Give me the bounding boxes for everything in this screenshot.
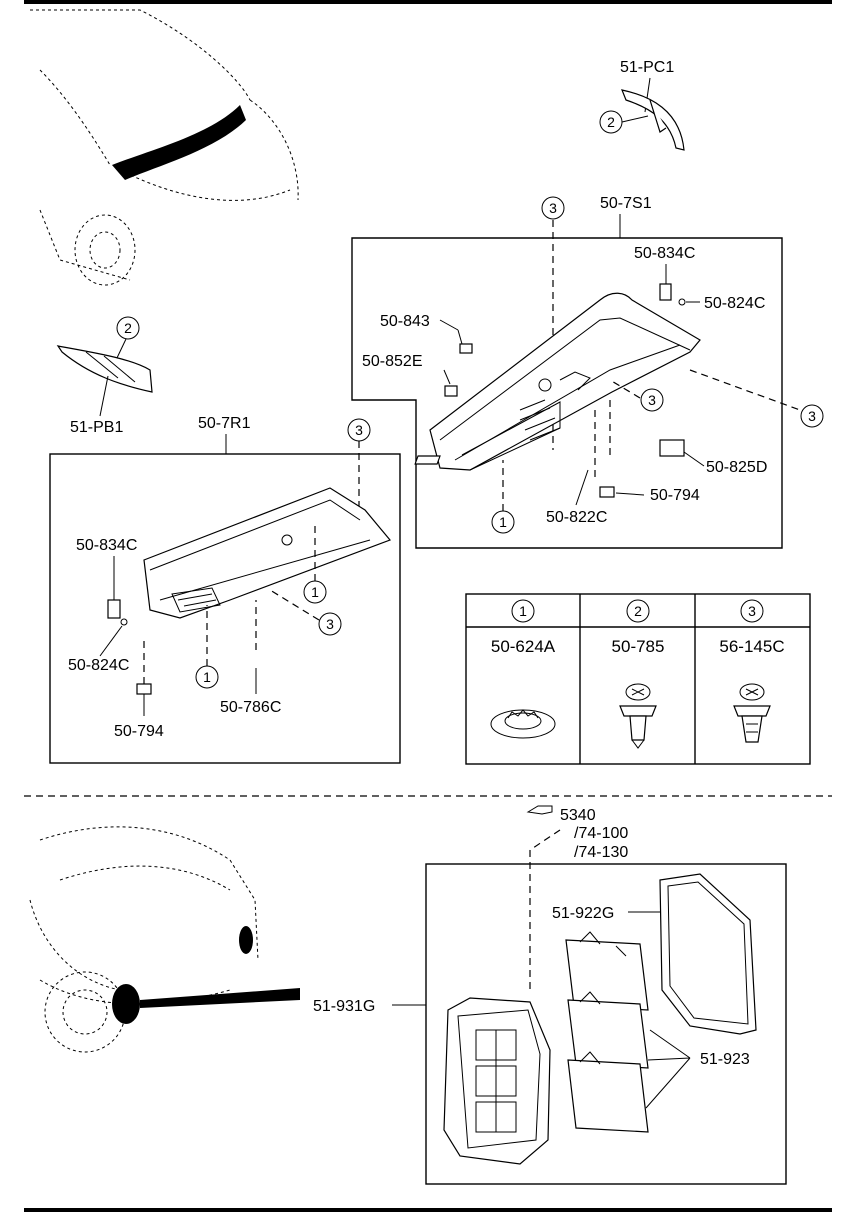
label-50-824c-r: 50-824C	[704, 295, 765, 312]
ref-line-2: /74-130	[574, 844, 628, 861]
callout-3-7r1-mid: 3	[326, 616, 334, 632]
label-51-923: 51-923	[700, 1051, 750, 1068]
fastener-table: 1 2 3 50-624A 50-785 56-145C	[465, 593, 811, 765]
label-50-822c: 50-822C	[546, 509, 607, 526]
callout-2-pb1: 2	[124, 320, 132, 336]
label-50-786c: 50-786C	[220, 699, 281, 716]
pointing-hand-icon	[526, 805, 553, 815]
push-clip-icon	[619, 683, 657, 749]
label-50-834c-r: 50-834C	[634, 245, 695, 262]
windshield-cowl-highlight	[112, 105, 246, 180]
part-50-7r1-group: 50-7R1 3 50-834C 1 3 50-824C 1 50-786C	[49, 415, 401, 764]
label-51-922g: 51-922G	[552, 905, 614, 922]
car-front-sketch	[30, 9, 299, 286]
label-50-794-r: 50-794	[650, 487, 700, 504]
insulator-pads	[565, 931, 649, 1133]
label-51-pb1: 51-PB1	[70, 419, 123, 436]
callout-3-7s1-right: 3	[808, 408, 816, 424]
label-50-7s1: 50-7S1	[600, 195, 652, 212]
label-50-794-l: 50-794	[114, 723, 164, 740]
service-hole-marker	[112, 984, 140, 1024]
table-num-2: 2	[634, 603, 642, 619]
ref-page: 5340	[560, 807, 596, 824]
callout-1-7s1: 1	[499, 514, 507, 530]
label-50-852e: 50-852E	[362, 353, 423, 370]
ref-line-1: /74-100	[574, 825, 628, 842]
label-51-931g: 51-931G	[313, 998, 375, 1015]
label-50-824c-l: 50-824C	[68, 657, 129, 674]
part-51-pc1: 51-PC1 2	[599, 59, 685, 151]
reference-note: 5340 /74-100 /74-130	[526, 805, 628, 990]
callout-1-7r1-right: 1	[311, 584, 319, 600]
table-num-3: 3	[748, 603, 756, 619]
label-50-834c-l: 50-834C	[76, 537, 137, 554]
callout-1-7r1-bottom: 1	[203, 669, 211, 685]
table-num-1: 1	[519, 603, 527, 619]
label-50-843: 50-843	[380, 313, 430, 330]
grommet-icon	[490, 709, 556, 739]
part-50-7s1-group: 50-7S1 3 50-834C 50-824C 50-843 50-852E …	[351, 195, 824, 549]
table-part-3: 56-145C	[719, 637, 784, 656]
table-part-2: 50-785	[612, 637, 665, 656]
label-50-825d: 50-825D	[706, 459, 767, 476]
table-part-1: 50-624A	[491, 637, 556, 656]
rivet-clip-icon	[733, 683, 771, 743]
callout-3-7s1-mid: 3	[648, 392, 656, 408]
callout-3-7r1-top: 3	[355, 422, 363, 438]
car-rear-sketch	[29, 826, 300, 1053]
label-51-pc1: 51-PC1	[620, 59, 674, 76]
callout-3-7s1-top: 3	[549, 200, 557, 216]
label-50-7r1: 50-7R1	[198, 415, 251, 432]
part-51-931g-group: 51-931G 5340 /74-100 /74-130 51-922G	[313, 805, 787, 1185]
callout-2-pc1: 2	[607, 114, 615, 130]
part-51-pb1: 2 51-PB1	[56, 316, 153, 436]
service-cover-drawing	[443, 997, 551, 1165]
